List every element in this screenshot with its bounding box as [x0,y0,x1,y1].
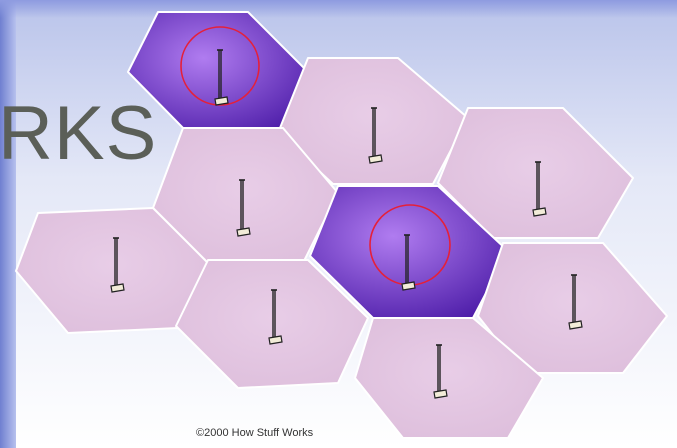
cell-hexagon-bottom-left [175,259,369,389]
cell-tower-icon-right-upper [532,161,547,217]
cell-hexagon-right-upper [437,107,634,239]
coverage-circle-top-left [180,26,260,106]
cell-tower-icon-right-lower [568,274,583,330]
copyright-credit: ©2000 How Stuff Works [196,427,314,439]
cell-tower-icon-top-left [214,49,229,106]
cell-tower-icon-bottom-left [268,289,283,345]
cell-hexagon-bottom-center [354,317,544,439]
cell-tower-icon-center [401,234,416,291]
cell-hexagon-top-left [127,11,309,134]
cell-tower-icon-center-left [236,179,251,237]
cell-tower-icon-top-center [368,107,383,164]
slide-heading-fragment: RKS [0,91,158,176]
cell-tower-icon-bottom-center [433,344,448,399]
cell-tower-icon-far-left [110,237,125,293]
slide-left-edge [0,0,16,448]
